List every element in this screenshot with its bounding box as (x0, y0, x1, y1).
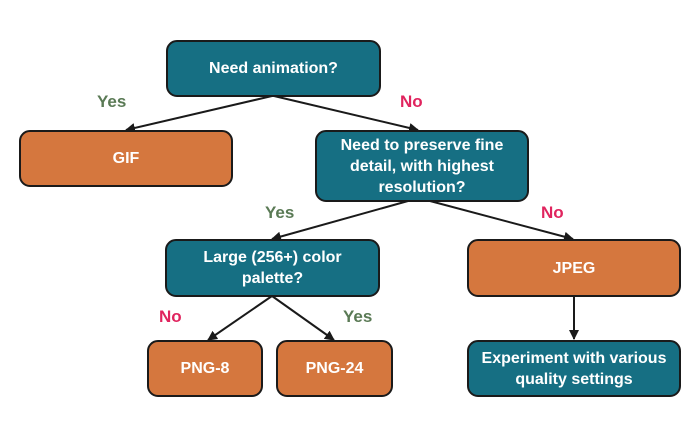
label-palette-no: No (159, 307, 182, 326)
node-png8: PNG-8 (147, 340, 263, 397)
node-png24: PNG-24 (276, 340, 393, 397)
node-large-palette: Large (256+) color palette? (165, 239, 380, 297)
edge-fine-detail-to-palette (271, 200, 409, 242)
label-animation-yes: Yes (97, 92, 127, 111)
edge-palette-to-png8 (207, 295, 273, 341)
label-detail-no: No (541, 203, 564, 222)
edge-palette-to-png24 (271, 295, 335, 341)
node-fine-detail: Need to preserve fine detail, with highe… (315, 130, 529, 202)
label-detail-yes: Yes (265, 203, 295, 222)
label-palette-yes: Yes (343, 307, 373, 326)
node-experiment: Experiment with various quality settings (467, 340, 681, 397)
node-jpeg: JPEG (467, 239, 681, 297)
node-gif: GIF (19, 130, 233, 187)
edge-fine-detail-to-jpeg (429, 200, 574, 242)
edge-animation-to-fine-detail (273, 95, 419, 133)
node-need-animation: Need animation? (166, 40, 381, 97)
label-animation-no: No (400, 92, 423, 111)
edge-animation-to-gif (125, 95, 273, 133)
